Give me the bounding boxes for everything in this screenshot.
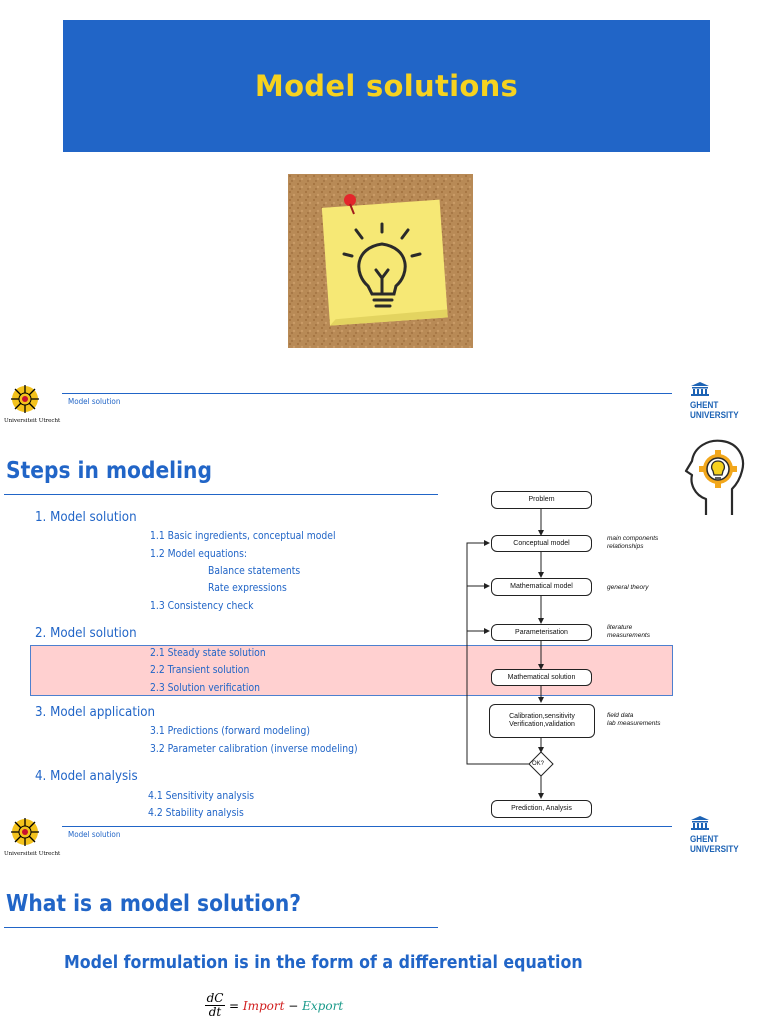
uu-caption-2: Universiteit Utrecht — [4, 851, 61, 857]
outline-4-1: 4.1 Sensitivity analysis — [148, 790, 255, 802]
eq-minus: − — [284, 998, 303, 1013]
flow-prediction: Prediction, Analysis — [491, 800, 592, 818]
note-calib-2: lab measurements — [607, 720, 661, 727]
ghent-line1: GHENT — [690, 400, 719, 410]
flow-calibration: Calibration,sensitivity Verification,val… — [489, 704, 595, 738]
title-underline — [4, 494, 438, 495]
utrecht-university-logo: Universiteit Utrecht — [4, 384, 61, 434]
outline-3-2: 3.2 Parameter calibration (inverse model… — [150, 743, 358, 755]
slide-title: Model solutions — [254, 69, 519, 103]
ghent-line2-2: UNIVERSITY — [690, 844, 739, 854]
eq-import: Import — [242, 998, 285, 1013]
title-banner: Model solutions — [63, 20, 710, 152]
flow-mathematical-solution: Mathematical solution — [491, 669, 592, 686]
note-calib-1: field data — [607, 712, 634, 719]
what-is-title: What is a model solution? — [6, 891, 302, 917]
outline-2-1: 2.1 Steady state solution — [150, 647, 266, 659]
utrecht-university-logo-2: Universiteit Utrecht — [4, 817, 61, 867]
model-formulation-subtitle: Model formulation is in the form of a di… — [64, 952, 583, 973]
header-rule-2 — [62, 826, 672, 827]
outline-1-3: 1.3 Consistency check — [150, 600, 254, 612]
eq-equals: = — [229, 998, 243, 1013]
ghent-line1-2: GHENT — [690, 834, 719, 844]
ghent-building-icon — [691, 816, 709, 830]
outline-4: 4. Model analysis — [35, 768, 138, 784]
flow-mathematical-model: Mathematical model — [491, 578, 592, 596]
flow-problem: Problem — [491, 491, 592, 509]
header-rule — [62, 393, 672, 394]
outline-1-2: 1.2 Model equations: — [150, 548, 248, 560]
outline-3-1: 3.1 Predictions (forward modeling) — [150, 725, 310, 737]
ghent-line2: UNIVERSITY — [690, 410, 739, 420]
head-gear-bulb-icon — [684, 437, 746, 521]
lightbulb-icon — [342, 222, 422, 308]
header-label: Model solution — [68, 397, 121, 406]
title-underline-2 — [4, 927, 438, 928]
flow-ok-label: OK? — [532, 761, 545, 767]
differential-equation: dC dt = Import − Export — [205, 992, 343, 1019]
outline-3: 3. Model application — [35, 704, 156, 720]
eq-numerator: dC — [206, 991, 224, 1005]
outline-1-1: 1.1 Basic ingredients, conceptual model — [150, 530, 336, 542]
outline-2-3: 2.3 Solution verification — [150, 682, 260, 694]
outline-1-2-b: Rate expressions — [208, 582, 287, 594]
flow-calibration-line2: Verification,validation — [509, 721, 575, 728]
flow-parameterisation: Parameterisation — [491, 624, 592, 641]
pushpin-icon — [344, 194, 356, 206]
sticky-note-lightbulb-image — [288, 174, 473, 348]
uu-caption: Universiteit Utrecht — [4, 418, 61, 424]
flowchart-connectors — [466, 508, 554, 799]
note-conceptual-2: relationships — [607, 543, 644, 550]
outline-2-2: 2.2 Transient solution — [150, 664, 250, 676]
ghent-university-logo: GHENT UNIVERSITY — [690, 381, 744, 420]
steps-title: Steps in modeling — [6, 458, 212, 484]
note-param-2: measurements — [607, 632, 650, 639]
note-param-1: literature — [607, 624, 633, 631]
outline-1-2-a: Balance statements — [208, 565, 301, 577]
decision-diamond — [528, 751, 554, 777]
eq-denominator: dt — [208, 1005, 222, 1019]
eq-export: Export — [302, 998, 344, 1013]
note-math: general theory — [607, 584, 649, 591]
header-label-2: Model solution — [68, 830, 121, 839]
flow-calibration-line1: Calibration,sensitivity — [509, 713, 575, 720]
flow-conceptual-model: Conceptual model — [491, 535, 592, 552]
ghent-university-logo-2: GHENT UNIVERSITY — [690, 815, 744, 854]
outline-4-2: 4.2 Stability analysis — [148, 807, 244, 819]
outline-1: 1. Model solution — [35, 509, 137, 525]
note-conceptual-1: main components — [607, 535, 659, 542]
outline-2: 2. Model solution — [35, 625, 137, 641]
ghent-building-icon — [691, 382, 709, 396]
